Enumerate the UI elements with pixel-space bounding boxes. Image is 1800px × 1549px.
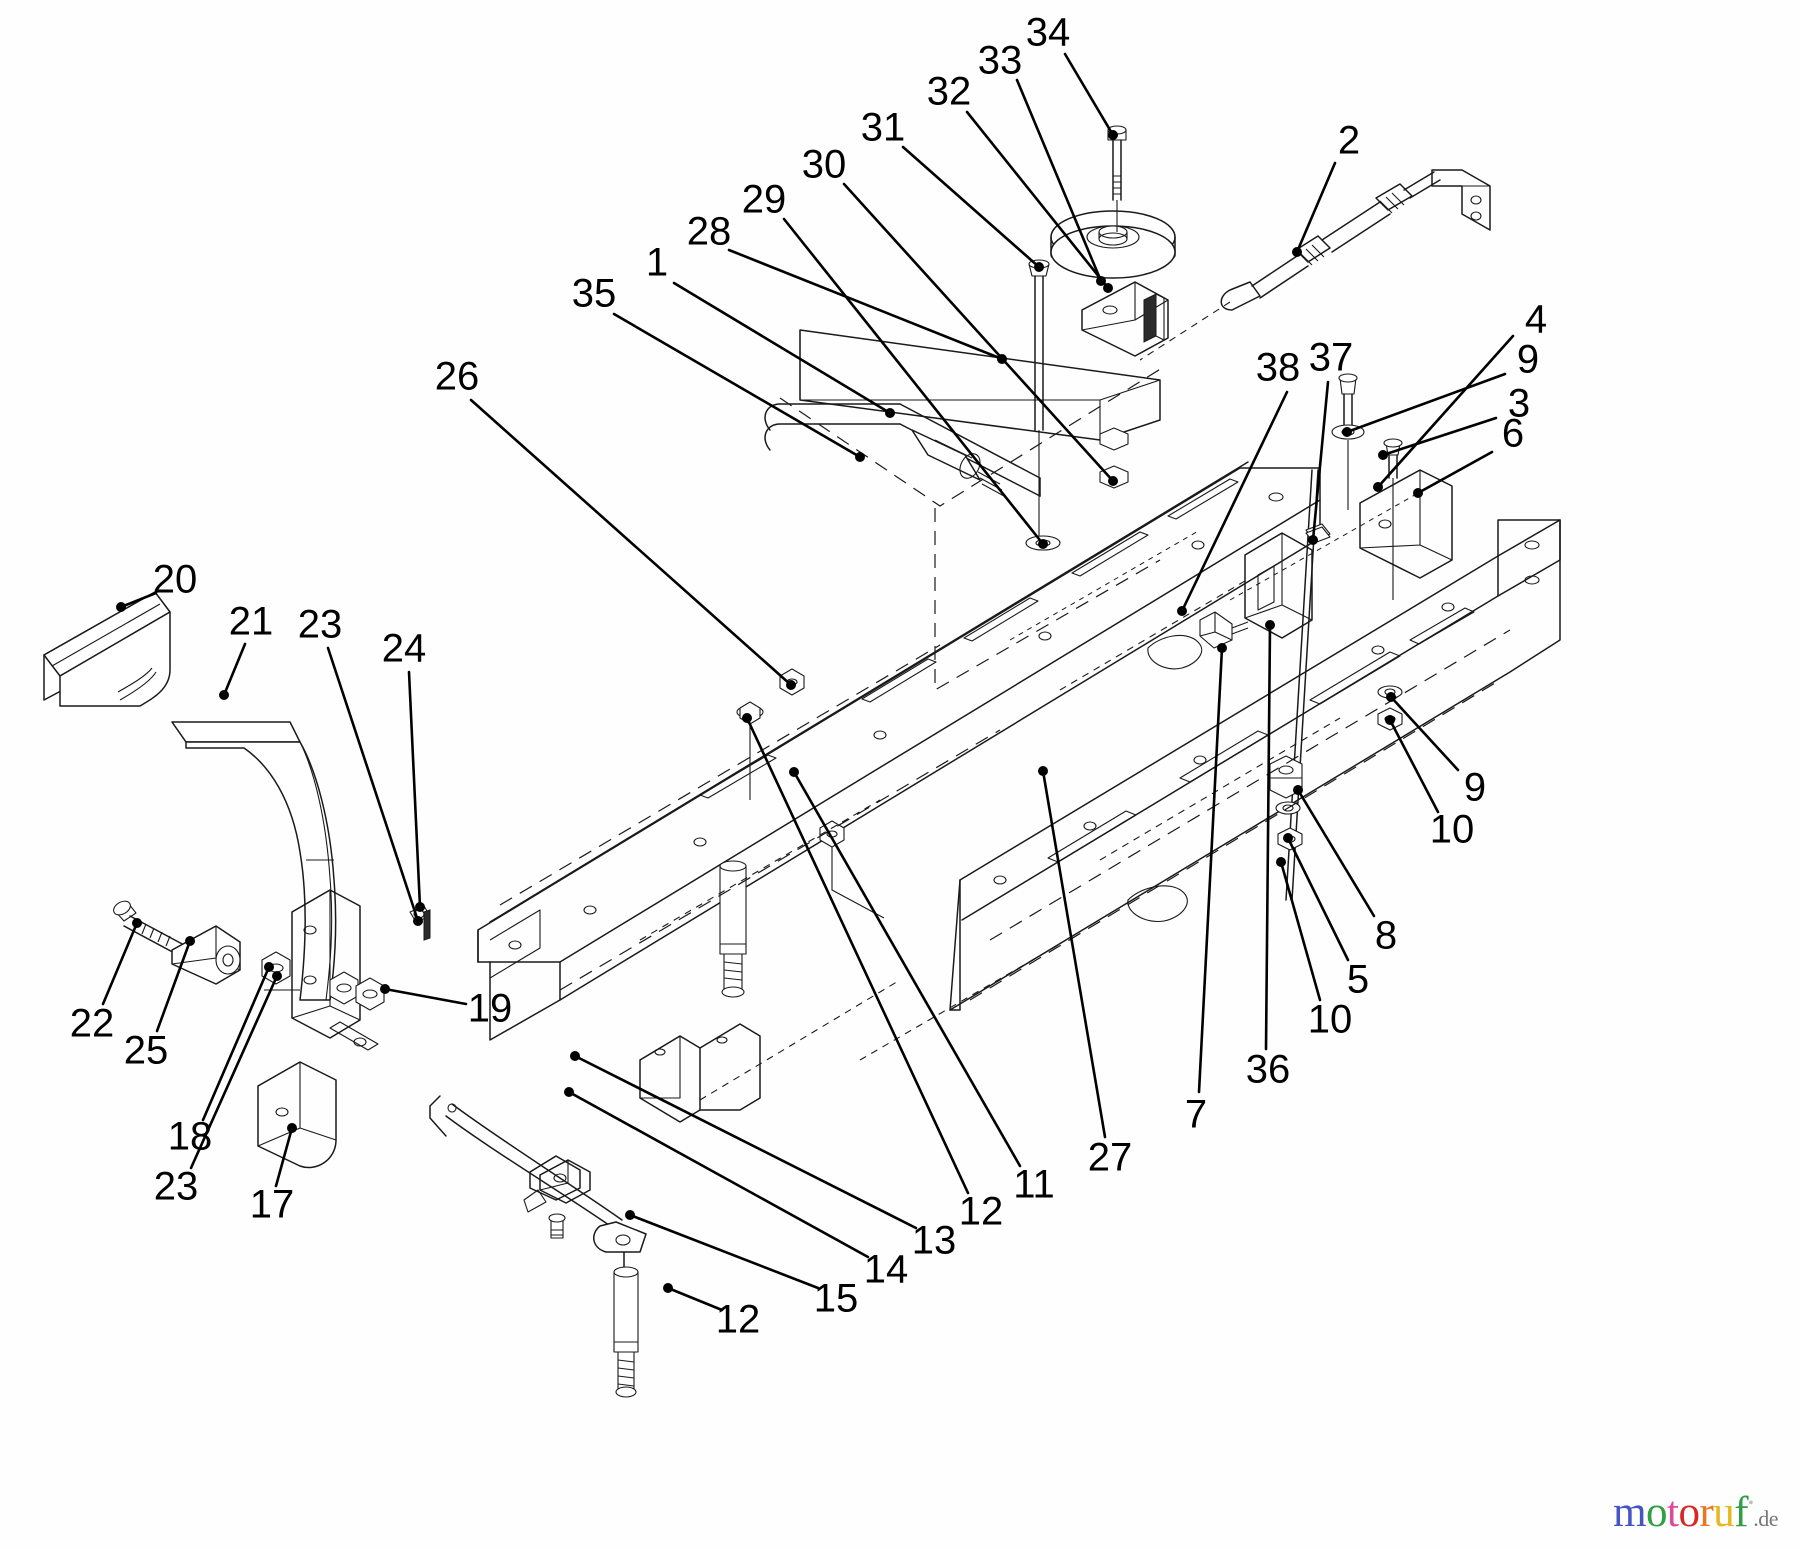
callout-25: 25: [124, 1029, 169, 1073]
callout-7: 7: [1185, 1093, 1207, 1137]
watermark-letter-t: t: [1667, 1489, 1679, 1536]
callout-number-labels: 1 2 3 4 5 6 7 8 9 9 10 10 11 12 12 13 14…: [70, 11, 1547, 1342]
callout-23b: 23: [154, 1165, 199, 1209]
leader-lines: [101, 52, 1515, 1312]
center-bolt-assembly: [1285, 373, 1365, 901]
watermark-letter-r: r: [1699, 1489, 1714, 1536]
callout-30: 30: [802, 143, 847, 187]
callout-36: 36: [1246, 1048, 1291, 1092]
callout-27: 27: [1088, 1136, 1133, 1180]
callout-3: 3: [1508, 382, 1530, 426]
callout-13: 13: [912, 1219, 957, 1263]
watermark-dot-icon: •: [1748, 1495, 1754, 1512]
callout-31: 31: [861, 106, 906, 150]
callout-17: 17: [250, 1183, 295, 1227]
callout-10a: 10: [1430, 808, 1475, 852]
lever-bolt-bushing: [113, 900, 241, 985]
callout-37: 37: [1309, 336, 1354, 380]
watermark-letter-m: m: [1613, 1489, 1647, 1536]
callout-15: 15: [814, 1277, 859, 1321]
right-mounting-bracket: [1359, 469, 1453, 579]
callout-10b: 10: [1308, 998, 1353, 1042]
center-spring-bolt: [719, 668, 885, 998]
callout-24: 24: [382, 627, 427, 671]
idler-pulley: [1050, 210, 1176, 279]
callout-6: 6: [1502, 412, 1524, 456]
linkage-rod: [429, 1095, 647, 1398]
callout-1: 1: [646, 241, 668, 285]
retaining-clip: [423, 909, 431, 941]
callout-19: 19: [468, 987, 513, 1031]
callout-11: 11: [1013, 1163, 1055, 1207]
callout-9b: 9: [1464, 766, 1486, 810]
callout-26: 26: [435, 355, 480, 399]
small-screws: [1305, 438, 1403, 600]
damper-rod-assembly: [1139, 169, 1491, 361]
callout-9a: 9: [1517, 338, 1539, 382]
callout-23a: 23: [298, 603, 343, 647]
callout-4: 4: [1525, 298, 1547, 342]
callout-12a: 12: [959, 1190, 1004, 1234]
callout-21: 21: [229, 600, 274, 644]
callout-34: 34: [1026, 11, 1071, 55]
u-channel-bracket: [639, 1023, 761, 1123]
callout-22: 22: [70, 1002, 115, 1046]
callout-38: 38: [1256, 346, 1301, 390]
callout-8: 8: [1375, 914, 1397, 958]
control-lever: [171, 721, 337, 1001]
center-stud: [1199, 611, 1249, 649]
callout-32: 32: [927, 70, 972, 114]
lever-pivot-bracket: [257, 889, 385, 1169]
callout-28: 28: [687, 210, 732, 254]
callout-12b: 12: [716, 1298, 761, 1342]
watermark-letter-f: f: [1734, 1489, 1749, 1536]
watermark-letter-o1: o: [1646, 1489, 1668, 1536]
watermark-logo: motoruf•.de: [1613, 1488, 1778, 1537]
callout-18: 18: [168, 1115, 213, 1159]
callout-35: 35: [572, 272, 617, 316]
callout-14: 14: [864, 1248, 909, 1292]
hook-rod-assembly: [764, 403, 1041, 497]
center-frame-plate: [779, 329, 1163, 692]
watermark-suffix: .de: [1753, 1506, 1778, 1531]
watermark-letter-o2: o: [1678, 1489, 1700, 1536]
hidden-construction-lines: [499, 491, 1511, 1101]
lever-grip: [43, 591, 171, 707]
callout-29: 29: [742, 178, 787, 222]
callout-5: 5: [1347, 958, 1369, 1002]
callout-20: 20: [153, 558, 198, 602]
callout-2: 2: [1338, 119, 1360, 163]
watermark-letter-u: u: [1713, 1489, 1735, 1536]
center-plate-bracket: [1244, 532, 1313, 639]
bracket-bolt: [1025, 259, 1129, 551]
pulley-bracket: [1081, 281, 1169, 357]
callout-33: 33: [978, 39, 1023, 83]
right-frame-rail: [949, 519, 1561, 1011]
small-mount-bracket: [529, 1155, 581, 1201]
